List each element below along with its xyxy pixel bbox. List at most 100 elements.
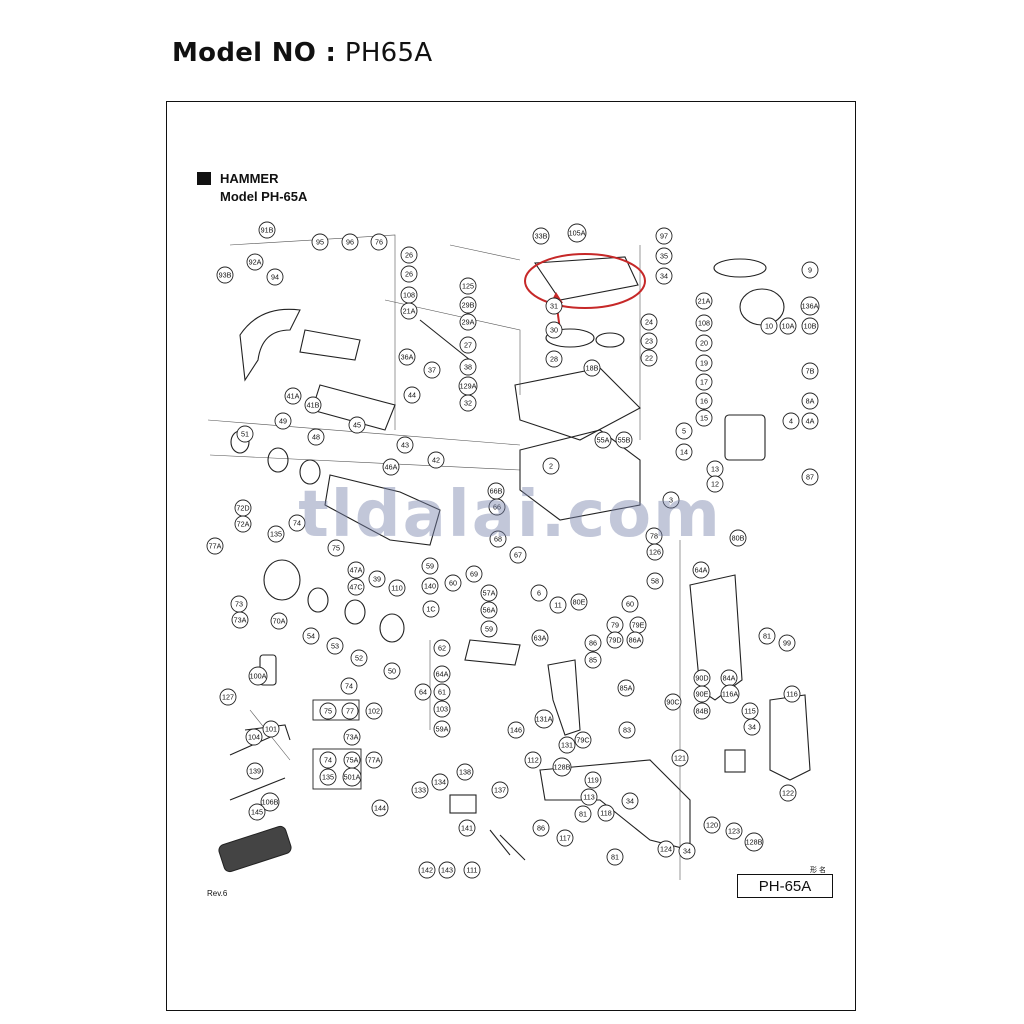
switch-part: [724, 749, 746, 773]
part-number-label: 16: [700, 397, 708, 406]
callout-circle: [617, 679, 635, 697]
part-callout: 79C: [574, 731, 592, 749]
part-callout: 145: [248, 803, 266, 821]
part-callout: 27: [459, 336, 477, 354]
model-no-label: Model NO :: [172, 38, 337, 68]
part-number-label: 70A: [273, 617, 286, 626]
callout-circle: [664, 693, 682, 711]
part-number-label: 127: [222, 693, 234, 702]
part-callout: 100A: [248, 666, 268, 686]
diagram-frame: [166, 101, 856, 1011]
part-number-label: 79D: [608, 636, 621, 645]
part-callout: 21A: [400, 302, 418, 320]
part-callout: 9: [801, 261, 819, 279]
callout-circle: [414, 683, 432, 701]
part-number-label: 131: [561, 741, 573, 750]
part-callout: 140: [421, 577, 439, 595]
part-number-label: 52: [355, 654, 363, 663]
part-callout: 2: [542, 457, 560, 475]
part-callout: 85: [584, 651, 602, 669]
part-number-label: 112: [527, 756, 538, 765]
diagram-title: HAMMER: [220, 171, 279, 186]
part-callout: 34: [655, 267, 673, 285]
callout-circle: [488, 498, 506, 516]
part-callout: 16: [695, 392, 713, 410]
part-number-label: 42: [432, 456, 440, 465]
callout-circle: [532, 227, 550, 245]
fan-part: [713, 258, 767, 278]
part-callout: 129A: [458, 376, 478, 396]
side-handle-part: [239, 308, 301, 382]
callout-circle: [640, 313, 658, 331]
callout-circle: [584, 634, 602, 652]
part-callout: 76: [370, 233, 388, 251]
callout-circle: [693, 702, 711, 720]
callout-circle: [388, 579, 406, 597]
cord-part: [489, 829, 526, 861]
part-number-label: 26: [405, 270, 413, 279]
callout-circle: [433, 700, 451, 718]
part-number-label: 129A: [460, 382, 477, 391]
part-callout: 10B: [801, 317, 819, 335]
part-callout: 21A: [695, 292, 713, 310]
part-callout: 26: [400, 265, 418, 283]
part-number-label: 14: [680, 448, 688, 457]
part-callout: 55B: [615, 431, 633, 449]
part-number-label: 85A: [620, 684, 633, 693]
callout-circle: [801, 392, 819, 410]
part-callout: 80E: [570, 593, 588, 611]
callout-circle: [343, 728, 361, 746]
callout-circle: [695, 354, 713, 372]
part-number-label: 79: [611, 621, 619, 630]
part-callout: 81: [758, 627, 776, 645]
part-callout: 101: [262, 720, 280, 738]
part-callout: 135: [267, 525, 285, 543]
bit-point-part: [229, 777, 286, 801]
part-callout: 17: [695, 373, 713, 391]
callout-circle: [583, 359, 601, 377]
part-number-label: 122: [782, 789, 794, 798]
part-number-label: 73: [235, 600, 243, 609]
small-gear-part: [595, 332, 625, 348]
part-callout: 81: [606, 848, 624, 866]
part-number-label: 15: [700, 414, 708, 423]
part-number-label: 93B: [219, 271, 232, 280]
part-callout: 133: [411, 781, 429, 799]
part-number-label: 50: [388, 667, 396, 676]
part-callout: 19: [695, 354, 713, 372]
part-callout: 26: [400, 246, 418, 264]
part-number-label: 121: [674, 754, 686, 763]
part-callout: 108: [400, 286, 418, 304]
part-callout: 131A: [534, 709, 554, 729]
callout-circle: [706, 475, 724, 493]
part-callout: 64A: [692, 561, 710, 579]
part-callout: 501A: [342, 767, 362, 787]
part-callout: 28: [545, 350, 563, 368]
part-callout: 90C: [664, 693, 682, 711]
part-number-label: 84A: [723, 674, 736, 683]
part-callout: 15: [695, 409, 713, 427]
callout-circle: [267, 525, 285, 543]
part-number-label: 35: [660, 252, 668, 261]
callout-circle: [433, 639, 451, 657]
model-no-value: PH65A: [344, 38, 433, 68]
part-number-label: 84B: [696, 707, 709, 716]
part-callout: 83: [618, 721, 636, 739]
callout-circle: [657, 840, 675, 858]
callout-circle: [744, 832, 764, 852]
part-number-label: 56A: [483, 606, 496, 615]
part-callout: 59: [480, 620, 498, 638]
callout-circle: [260, 792, 280, 812]
part-callout: 73: [230, 595, 248, 613]
part-callout: 128B: [552, 757, 572, 777]
part-number-label: 86: [589, 639, 597, 648]
callout-circle: [400, 265, 418, 283]
part-number-label: 4A: [806, 417, 815, 426]
part-number-label: 10B: [804, 322, 817, 331]
part-callout: 139: [246, 762, 264, 780]
callout-circle: [552, 757, 572, 777]
callout-circle: [423, 361, 441, 379]
stator-part: [724, 414, 766, 461]
part-callout: 32: [459, 394, 477, 412]
part-number-label: 135: [322, 773, 334, 782]
